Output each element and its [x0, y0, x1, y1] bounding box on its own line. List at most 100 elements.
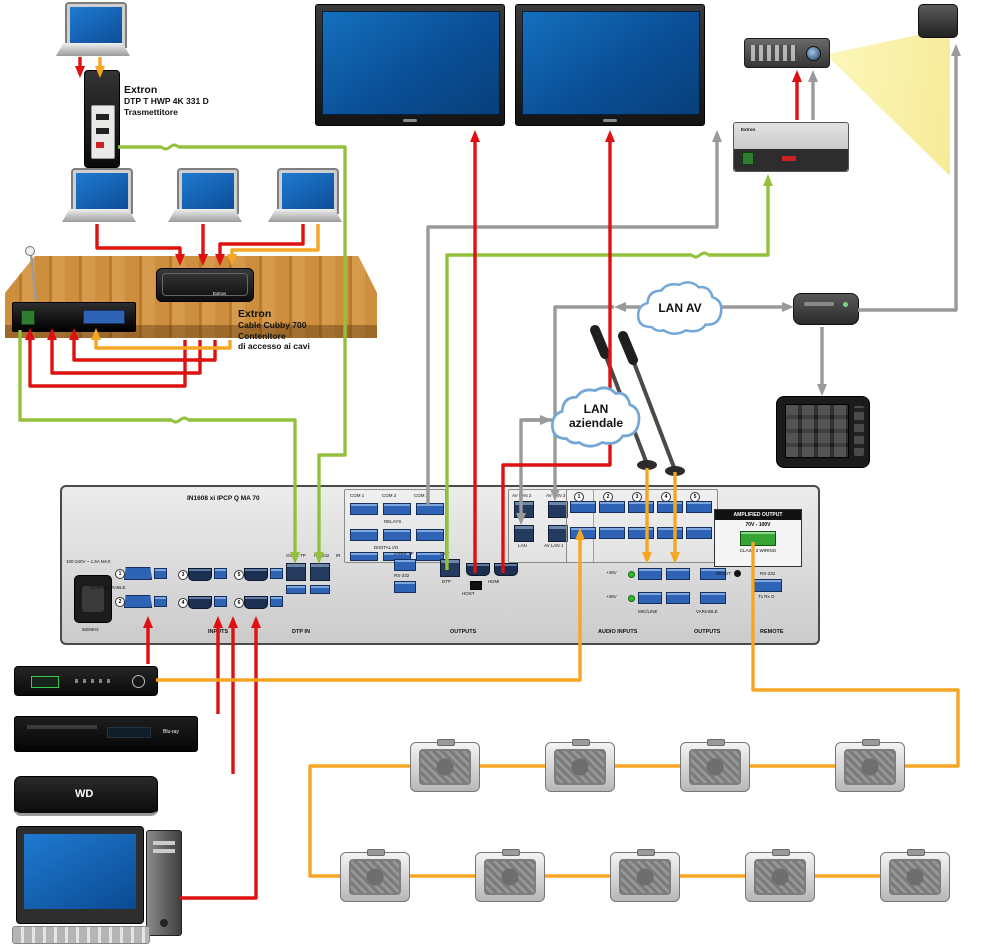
audio-phoenix-input-2 — [154, 596, 167, 607]
mic-input-3 — [638, 592, 662, 604]
touchpanel-buttons — [854, 406, 864, 456]
remote-pins-label: Tx Rx G — [758, 594, 775, 599]
laptop-screen-glass — [182, 173, 234, 211]
avlan1-label: AV LAN 1 — [544, 543, 564, 548]
laptop-base — [62, 209, 136, 222]
laptop-screen — [65, 2, 127, 48]
dtp-output-rj45 — [440, 559, 460, 577]
wallplate-type: Trasmettitore — [124, 107, 178, 117]
com2-label: COM 2 — [382, 493, 397, 498]
mic-input-2 — [666, 568, 690, 580]
laptop-screen — [277, 168, 339, 214]
receiver-brand: Extron — [741, 127, 756, 132]
hdmi-input-4 — [188, 596, 212, 609]
avlan3-label: AV LAN 3 — [546, 493, 566, 498]
speaker-grille — [619, 859, 671, 895]
usb-host-port — [470, 581, 482, 590]
speaker-grille — [689, 749, 741, 785]
phantom-led — [628, 571, 635, 578]
hdmi-label: HDMI — [488, 579, 500, 584]
hdmi-input-5 — [244, 568, 268, 581]
bluray-logo: Blu-ray — [163, 729, 179, 735]
audio-in-phoenix — [686, 501, 712, 513]
receiver-display — [31, 676, 59, 688]
digital-io-phoenix-1 — [350, 552, 378, 561]
ceiling-speaker — [545, 739, 615, 792]
wallplate-connector-slot — [96, 114, 109, 120]
cubby-model: Cable Cubby 700 — [238, 320, 307, 330]
avlan1-rj45 — [548, 525, 568, 542]
audio-in-phoenix — [570, 501, 596, 513]
laptop-screen — [71, 168, 133, 214]
display-screen — [322, 11, 500, 115]
audio-number: 4 — [661, 492, 671, 502]
cloud-label-line2: aziendale — [568, 416, 624, 431]
interface-port-blue — [83, 310, 125, 324]
inputs-section-label: INPUTS — [208, 629, 229, 635]
input-number: 2 — [115, 597, 125, 607]
network-av-device — [793, 293, 859, 325]
ceiling-speaker — [745, 849, 815, 902]
ceiling-speaker — [610, 849, 680, 902]
table-interface-unit — [12, 302, 136, 332]
audio-number: 3 — [632, 492, 642, 502]
wallplate-led — [96, 142, 104, 148]
keyboard — [12, 926, 150, 944]
cable-cubby: Extron — [156, 268, 254, 302]
ceiling-speaker — [410, 739, 480, 792]
reset-button — [734, 570, 741, 577]
flat-panel-display-2 — [515, 4, 705, 126]
audio-number: 2 — [603, 492, 613, 502]
phantom-label: +48V — [606, 594, 617, 599]
video-cable-under-table-2 — [47, 328, 202, 375]
input-number: 3 — [178, 570, 188, 580]
tower-power-button — [160, 919, 168, 927]
audio-number: 5 — [690, 492, 700, 502]
hdmi-input-6 — [244, 596, 268, 609]
vga-input-1 — [124, 567, 152, 580]
hdmi-output-1 — [466, 563, 490, 576]
laptop-base — [168, 209, 242, 222]
cable-break-icon — [160, 143, 180, 151]
ceiling-speaker — [880, 849, 950, 902]
laptop-base — [268, 209, 342, 222]
wallplate-model: DTP T HWP 4K 331 D — [124, 96, 209, 106]
video-cable-under-table-1 — [25, 328, 187, 388]
configurable-label: CONFIGURABLE — [90, 585, 126, 590]
bluray-player: Blu-ray — [14, 716, 198, 752]
device-led — [843, 302, 848, 307]
ac-power-inlet — [74, 575, 112, 623]
relay-phoenix-3 — [416, 529, 444, 541]
audio-in-phoenix — [599, 501, 625, 513]
com2-phoenix — [383, 503, 411, 515]
video-cable-pc — [180, 616, 261, 900]
audio-phoenix-input-3 — [214, 568, 227, 579]
audio-phoenix-input-4 — [214, 596, 227, 607]
dtp-input-rj45-2 — [310, 563, 330, 581]
laptop-base — [56, 43, 130, 56]
cable-break-icon — [170, 416, 190, 424]
com3-phoenix — [416, 503, 444, 515]
laptop-screen-glass — [70, 7, 122, 45]
speaker-grille — [349, 859, 401, 895]
laptop-wallplate-source — [56, 2, 130, 58]
remote-phoenix — [754, 579, 782, 592]
relay-phoenix-2 — [383, 529, 411, 541]
receiver-led — [782, 156, 796, 161]
mic-input-4 — [666, 592, 690, 604]
amp-class-label: CLASS 2 WIRING — [739, 548, 777, 553]
hdmi-input-3 — [188, 568, 212, 581]
phantom-label: +48V — [606, 570, 617, 575]
wallplate-connector-slot — [96, 128, 109, 134]
player-display — [107, 727, 151, 738]
mic-input-1 — [638, 568, 662, 580]
cable-break-icon — [690, 251, 710, 259]
laptop-screen-glass — [282, 173, 334, 211]
power-rating-label: 100-240V ~ 1.5A MAX — [66, 559, 111, 564]
cloud-label-line1: LAN — [583, 402, 609, 416]
lan-rj45 — [514, 525, 534, 542]
switcher-model: IN1608 xi IPCP Q MA 70 — [187, 495, 260, 502]
projection-screen-case — [918, 4, 958, 38]
speaker-grille — [554, 749, 606, 785]
speaker-grille — [754, 859, 806, 895]
